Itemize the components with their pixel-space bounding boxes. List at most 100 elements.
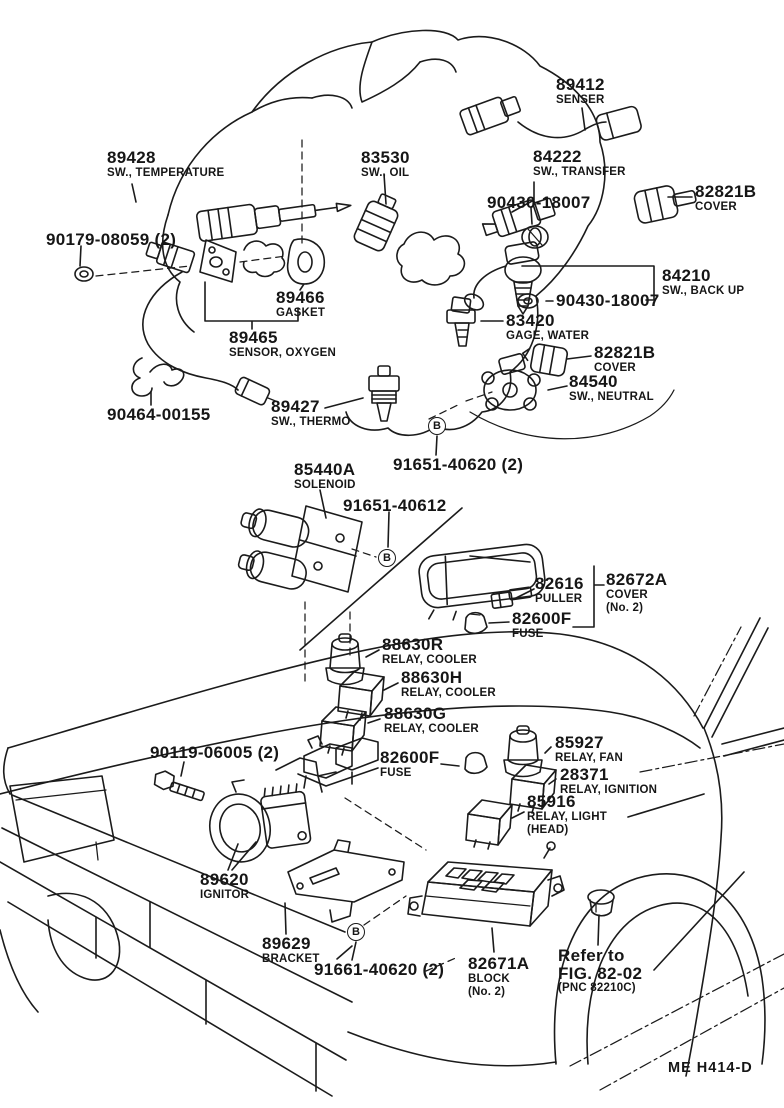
part-label-text: 91651-40620 (2) (393, 455, 524, 474)
part-label-text: RELAY, FAN (555, 751, 624, 764)
cover-82821B-top-drawing (633, 185, 697, 224)
part-label-text: SENSER (556, 93, 605, 106)
part-label-text: (HEAD) (527, 823, 569, 836)
part-label-text: FUSE (512, 627, 544, 640)
bumper-and-headlight (0, 775, 557, 1097)
circled-letter-marker: B (428, 417, 446, 435)
part-label-text: 90179-08059 (2) (46, 230, 177, 249)
dashed-leader-lines (95, 255, 493, 972)
part-label-text: 84222 (533, 147, 582, 166)
cover-82821B-lower-drawing (521, 343, 569, 377)
part-label-text: FIG. 82-02 (558, 963, 643, 983)
part-label-text: 90119-06005 (2) (150, 743, 280, 762)
part-label-text: SW., TRANSFER (533, 165, 626, 178)
grommet-90430-lower-drawing (517, 293, 539, 309)
part-label-text: 82821B (594, 343, 656, 362)
part-label-text: FUSE (380, 766, 412, 779)
part-label-text: 85440A (294, 460, 356, 479)
part-label-text: RELAY, COOLER (401, 686, 496, 699)
part-label-text: 82821B (695, 182, 757, 201)
part-label-text: SENSOR, OXYGEN (229, 346, 336, 359)
part-label-text: 90430-18007 (487, 193, 591, 212)
car-body-outline (0, 507, 784, 1091)
part-label-text: 89466 (276, 288, 325, 307)
part-label-90430-18007-b: 90430-18007 (556, 292, 660, 310)
bracket-89629-drawing (287, 839, 405, 923)
part-label-text: SW., NEUTRAL (569, 390, 654, 403)
thermo-switch-89427-drawing (368, 365, 400, 422)
circled-letter-marker: B (378, 549, 396, 567)
oxygen-senser-89412-drawing (459, 95, 642, 141)
neutral-switch-84540-drawing (481, 353, 541, 411)
part-label-90179-08059: 90179-08059 (2) (46, 231, 176, 249)
relay-88630R-drawing (325, 633, 365, 686)
part-label-91651-40612: 91651-40612 (343, 497, 447, 515)
part-label-text: IGNITOR (200, 888, 250, 901)
bolt-90119-drawing (153, 770, 205, 802)
part-label-90464-00155: 90464-00155 (107, 406, 211, 424)
relay-bracket-cluster-drawing (297, 735, 379, 789)
part-label-text: 85927 (555, 733, 604, 752)
part-label-text: BLOCK (468, 972, 510, 985)
part-label-91651-40620: 91651-40620 (2) (393, 456, 523, 474)
part-label-text: 85916 (527, 792, 576, 811)
temperature-switch-89428-drawing (196, 202, 352, 242)
transfer-switch-84222-drawing (481, 197, 556, 238)
part-label-text: 84540 (569, 372, 618, 391)
part-label-text: COVER (594, 361, 636, 374)
part-label-text: 82600F (380, 748, 440, 767)
part-label-text: SW., OIL (361, 166, 410, 179)
part-label-text: 89629 (262, 934, 311, 953)
fuse-puller-82616-drawing (490, 586, 533, 609)
part-label-text: 82672A (606, 570, 668, 589)
part-label-91661-40620: 91661-40620 (2) (314, 961, 444, 979)
part-label-text: 89427 (271, 397, 320, 416)
washer-90179-drawing (74, 266, 94, 282)
solenoid-85440A-drawing (237, 505, 363, 593)
grommet-fender-drawing (587, 889, 615, 917)
oil-switch-83530-drawing (353, 193, 399, 252)
part-label-text: 90464-00155 (107, 405, 211, 424)
part-label-text: 91661-40620 (2) (314, 960, 445, 979)
leader-lines (79, 107, 745, 971)
oxygen-sensor-89465-drawing (142, 239, 279, 406)
part-label-text: RELAY, COOLER (382, 653, 477, 666)
part-label-text: PULLER (535, 592, 583, 605)
relay-28371-drawing (509, 764, 557, 814)
circled-letter-marker: B (347, 923, 365, 941)
part-label-text: 84210 (662, 266, 711, 285)
part-label-text: COVER (606, 588, 648, 601)
engine-outline (161, 29, 675, 440)
part-label-text: COVER (695, 200, 737, 213)
part-label-text: BRACKET (262, 952, 320, 965)
part-label-text: RELAY, COOLER (384, 722, 479, 735)
part-label-text: 89412 (556, 75, 605, 94)
grommet-90430-top-drawing (521, 225, 549, 249)
part-label-text: SW., TEMPERATURE (107, 166, 225, 179)
fuse-82600F-top-drawing (464, 611, 488, 635)
part-label-text: GASKET (276, 306, 326, 319)
part-label-90119-06005: 90119-06005 (2) (150, 744, 279, 762)
